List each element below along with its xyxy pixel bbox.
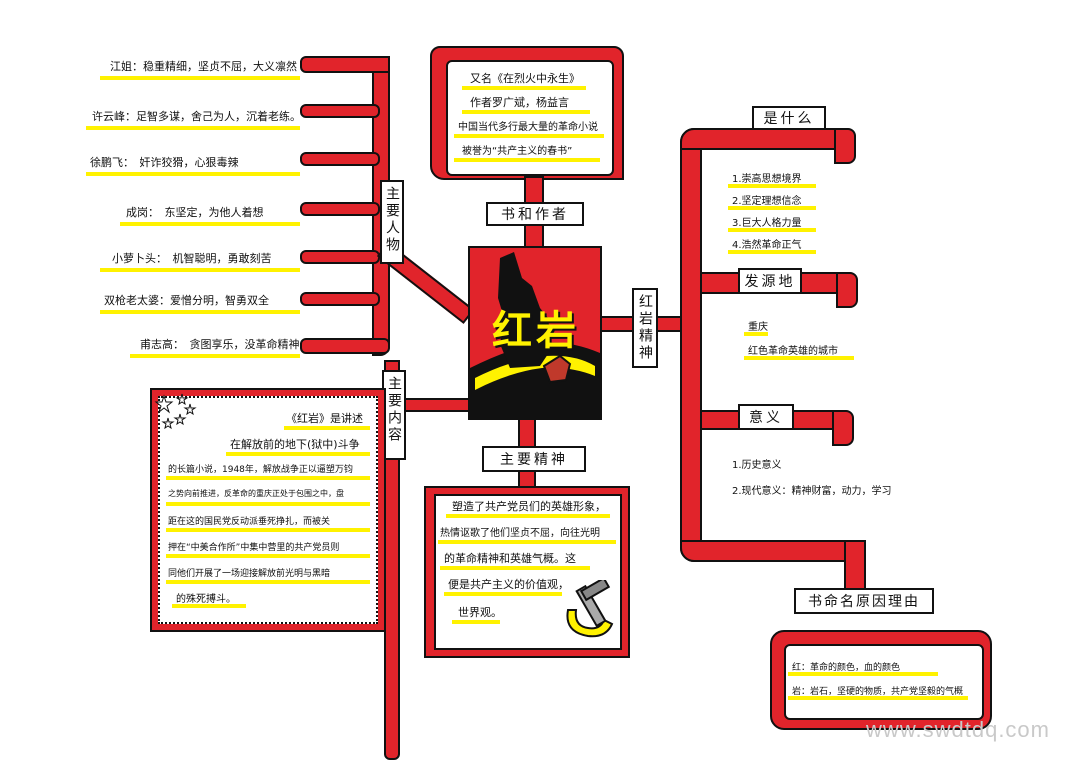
naming-label: 书命名原因理由 [794, 588, 934, 614]
character-7: 甫志高： 贪图享乐，没革命精神 [140, 338, 300, 351]
spirit-line-4: 便是共产主义的价值观， [448, 578, 569, 591]
what-label: 是什么 [752, 106, 826, 130]
char-bar-1 [300, 56, 390, 73]
hl-book-2 [462, 110, 590, 114]
char-bar-3 [300, 152, 380, 166]
char-bar-7 [300, 338, 390, 354]
naming-item-1: 红：革命的颜色，血的颜色 [792, 663, 901, 673]
hl-content-4 [166, 502, 370, 506]
content-line-8: 的殊死搏斗。 [176, 594, 236, 605]
book-line-1: 又名《在烈火中永生》 [470, 72, 580, 85]
content-line-3: 的长篇小说，1948年，解放战争正以逼塑万钧 [168, 465, 353, 475]
char-bar-5 [300, 250, 380, 264]
character-1: 江姐：稳重精细，坚贞不屈，大义凛然 [110, 60, 297, 73]
origin-item-1: 重庆 [748, 322, 768, 333]
origin-item-2: 红色革命英雄的城市 [748, 346, 838, 357]
book-line-2: 作者罗广斌，杨益言 [470, 96, 569, 109]
what-item-2: 2.坚定理想信念 [732, 196, 802, 207]
hammer-sickle-icon [560, 576, 616, 642]
book-line-3: 中国当代多行最大量的革命小说 [458, 122, 598, 133]
watermark: www.swdtdq.com [866, 717, 1050, 742]
content-inner [158, 396, 378, 624]
hl-char-4 [120, 222, 300, 226]
hl-char-1 [100, 76, 300, 80]
spirit-inner [434, 494, 622, 650]
characters-label: 主要人物 [380, 180, 404, 264]
char-bar-4 [300, 202, 380, 216]
hl-char-2 [86, 126, 300, 130]
right-top-bar [680, 128, 856, 150]
hl-char-7 [130, 354, 300, 358]
what-item-3: 3.巨大人格力量 [732, 218, 802, 229]
content-line-6: 押在“中美合作所”中集中营里的共产党员则 [168, 543, 340, 553]
right-top-cap [834, 128, 856, 164]
red-rock-spirit-label-text: 红岩精神 [637, 294, 653, 362]
spirit-line-5: 世界观。 [458, 606, 502, 619]
hl-origin-1 [744, 332, 768, 336]
book-author-label: 书和作者 [486, 202, 584, 226]
meaning-item-2: 2.现代意义：精神财富，动力，学习 [732, 486, 892, 497]
hl-content-1 [284, 426, 370, 430]
content-line-4: 之势向前推进，反革命的重庆正处于包围之中，盘 [168, 489, 344, 498]
hl-what-1 [728, 184, 816, 188]
spirit-label: 主要精神 [482, 446, 586, 472]
character-6: 双枪老太婆：爱憎分明，智勇双全 [104, 294, 269, 307]
hl-content-3 [166, 476, 370, 480]
hl-spirit-2 [438, 540, 616, 544]
spirit-line-2: 热情讴歌了他们坚贞不屈，向往光明 [440, 528, 600, 539]
hl-what-4 [728, 250, 816, 254]
meaning-item-1: 1.历史意义 [732, 460, 782, 471]
character-3: 徐鹏飞： 奸诈狡猾，心狠毒辣 [90, 156, 239, 169]
meaning-label: 意义 [738, 404, 794, 430]
hl-spirit-1 [446, 514, 610, 518]
origin-label: 发源地 [738, 268, 802, 294]
hl-spirit-4 [444, 592, 562, 596]
hl-spirit-5 [452, 620, 500, 624]
content-line-1: 《红岩》是讲述 [286, 412, 363, 425]
character-4: 成岗： 东坚定，为他人着想 [126, 206, 264, 219]
characters-label-text: 主要人物 [384, 186, 400, 254]
char-bar-6 [300, 292, 380, 306]
origin-cap [836, 272, 858, 308]
hl-content-2 [226, 452, 370, 456]
hl-content-6 [166, 554, 370, 558]
hl-naming-2 [788, 696, 968, 700]
naming-stem [844, 540, 866, 590]
hl-char-6 [100, 310, 300, 314]
hl-content-5 [166, 528, 370, 532]
hl-origin-2 [744, 356, 854, 360]
what-item-4: 4.浩然革命正气 [732, 240, 802, 251]
flag-stars [154, 392, 204, 432]
hl-book-1 [462, 86, 586, 90]
hl-naming-1 [788, 672, 938, 676]
hl-what-3 [728, 228, 816, 232]
spirit-line-1: 塑造了共产党员们的英雄形象， [452, 500, 606, 513]
content-label-text: 主要内容 [386, 376, 402, 444]
hl-content-8 [172, 604, 246, 608]
hl-char-5 [100, 268, 300, 272]
meaning-cap [832, 410, 854, 446]
right-spine [680, 128, 702, 562]
content-line-5: 距在这的国民党反动派垂死挣扎，而被关 [168, 517, 331, 527]
naming-item-2: 岩：岩石，坚硬的物质，共产党坚毅的气概 [792, 687, 964, 697]
hl-what-2 [728, 206, 816, 210]
red-rock-spirit-label: 红岩精神 [632, 288, 658, 368]
hl-content-7 [166, 580, 370, 584]
character-5: 小萝卜头： 机智聪明，勇敢刻苦 [112, 252, 272, 265]
hl-spirit-3 [440, 566, 590, 570]
spirit-line-3: 的革命精神和英雄气概。这 [444, 552, 576, 565]
cover-title: 红岩 [492, 307, 580, 354]
naming-bar [680, 540, 866, 562]
character-2: 许云峰：足智多谋，舍己为人，沉着老练。 [92, 110, 301, 123]
hl-book-4 [454, 158, 600, 162]
book-line-4: 被誉为“共产主义的春书” [462, 146, 573, 157]
char-bar-2 [300, 104, 380, 118]
hl-char-3 [86, 172, 300, 176]
what-item-1: 1.崇高思想境界 [732, 174, 802, 185]
hl-book-3 [454, 134, 604, 138]
content-line-7: 同他们开展了一场迎接解放前光明与黑暗 [168, 569, 331, 579]
center-cover: 红岩 [468, 246, 602, 420]
cover-art [470, 248, 600, 418]
content-line-2: 在解放前的地下(狱中)斗争 [230, 438, 360, 451]
